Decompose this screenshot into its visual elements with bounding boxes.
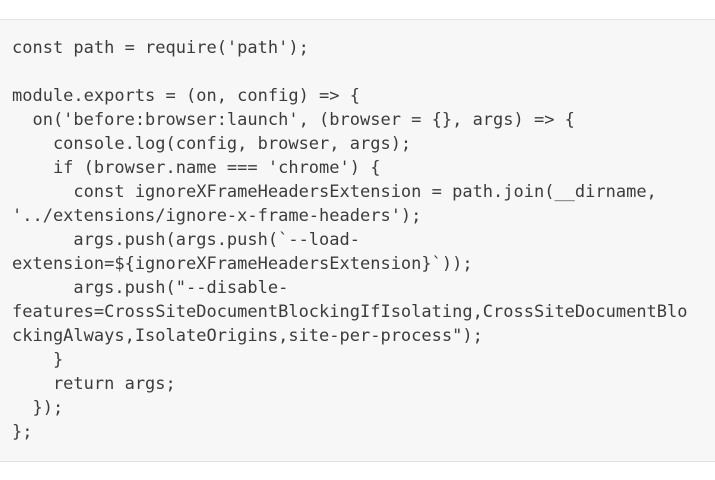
code-content: const path = require('path'); module.exp…: [12, 38, 688, 442]
code-block: const path = require('path'); module.exp…: [0, 19, 715, 462]
